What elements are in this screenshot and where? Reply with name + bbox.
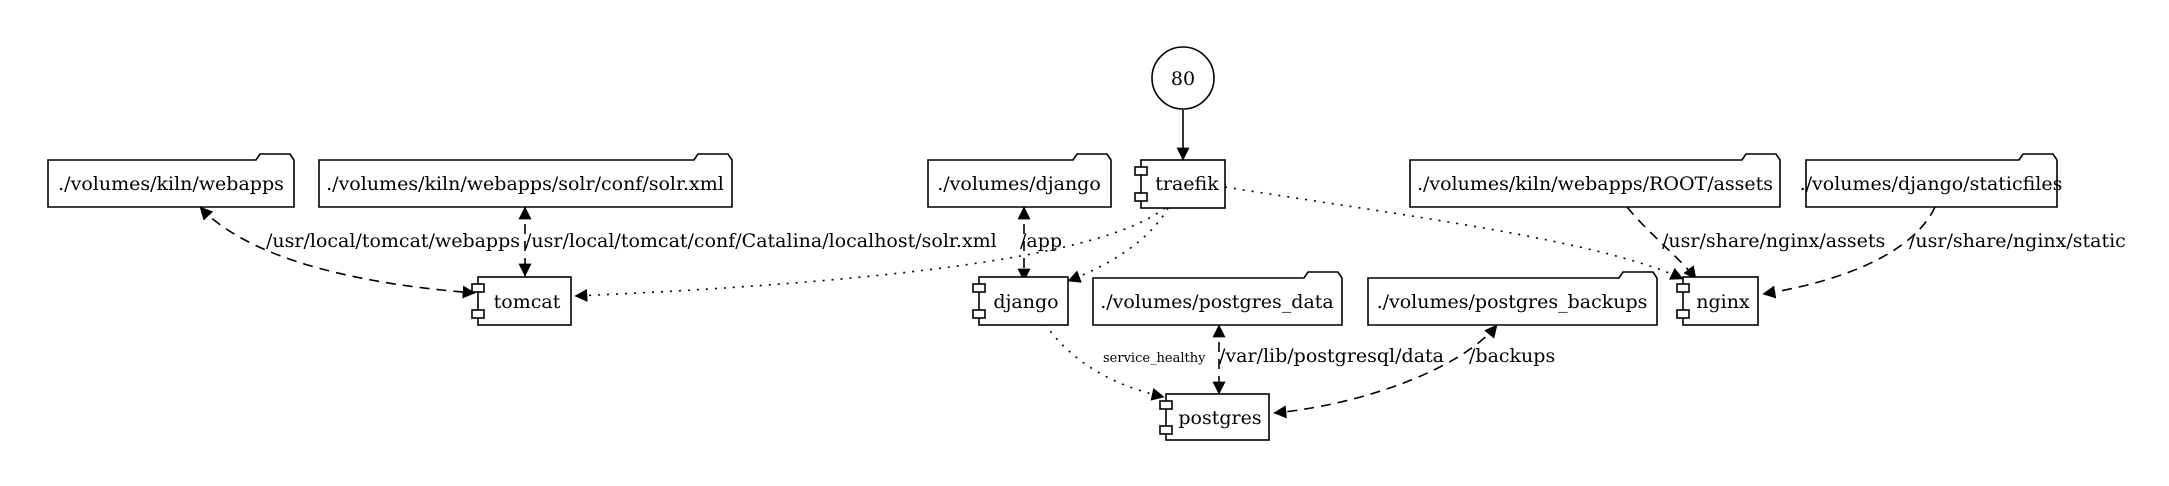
service-traefik [1134, 159, 1226, 209]
edge-webapps-tomcat [199, 206, 476, 299]
service-tomcat-label: tomcat [494, 291, 561, 313]
service-nginx-label: nginx [1696, 291, 1750, 313]
volume-staticfiles [1805, 153, 2058, 208]
volume-postgres-backups-label: ./volumes/postgres_backups [1377, 291, 1648, 313]
service-postgres [1159, 393, 1270, 441]
service-traefik-label: traefik [1155, 173, 1219, 195]
volume-solr-xml-label: ./volumes/kiln/webapps/solr/conf/solr.xm… [326, 173, 724, 195]
volume-postgres-backups [1367, 271, 1658, 326]
label-service-healthy: service_healthy [1103, 351, 1206, 366]
label-tomcat-solr: /usr/local/tomcat/conf/Catalina/localhos… [525, 230, 997, 252]
volume-postgres-data [1092, 271, 1343, 326]
label-nginx-assets: /usr/share/nginx/assets [1662, 230, 1885, 252]
volume-root-assets [1409, 153, 1781, 208]
service-postgres-label: postgres [1178, 407, 1261, 429]
port-80-node: 80 [1151, 46, 1215, 110]
label-nginx-static: /usr/share/nginx/static [1909, 230, 2126, 252]
volume-kiln-webapps [47, 153, 295, 208]
label-django-app: /app [1020, 230, 1062, 252]
service-django-label: django [993, 291, 1058, 313]
volume-root-assets-label: ./volumes/kiln/webapps/ROOT/assets [1417, 173, 1773, 195]
service-nginx [1676, 276, 1759, 326]
volume-django [927, 153, 1112, 208]
edge-traefik-tomcat [574, 207, 1166, 302]
edge-pgbackups-postgres [1273, 324, 1498, 419]
label-postgres-backups: /backups [1469, 345, 1555, 367]
edge-assets-nginx [1626, 206, 1697, 280]
volume-staticfiles-label: ./volumes/django/staticfiles [1800, 173, 2063, 195]
edge-traefik-django [1067, 207, 1169, 283]
volume-postgres-data-label: ./volumes/postgres_data [1100, 291, 1334, 313]
label-tomcat-webapps: /usr/local/tomcat/webapps [266, 230, 520, 252]
volume-kiln-webapps-label: ./volumes/kiln/webapps [58, 173, 284, 195]
edge-staticfiles-nginx [1762, 206, 1936, 299]
label-postgres-data: /var/lib/postgresql/data [1219, 345, 1444, 367]
edge-traefik-nginx [1224, 186, 1684, 280]
service-django [972, 276, 1069, 326]
port-80-label: 80 [1171, 68, 1195, 90]
service-tomcat [471, 276, 572, 326]
volume-django-label: ./volumes/django [937, 173, 1101, 195]
volume-solr-xml [318, 153, 733, 208]
